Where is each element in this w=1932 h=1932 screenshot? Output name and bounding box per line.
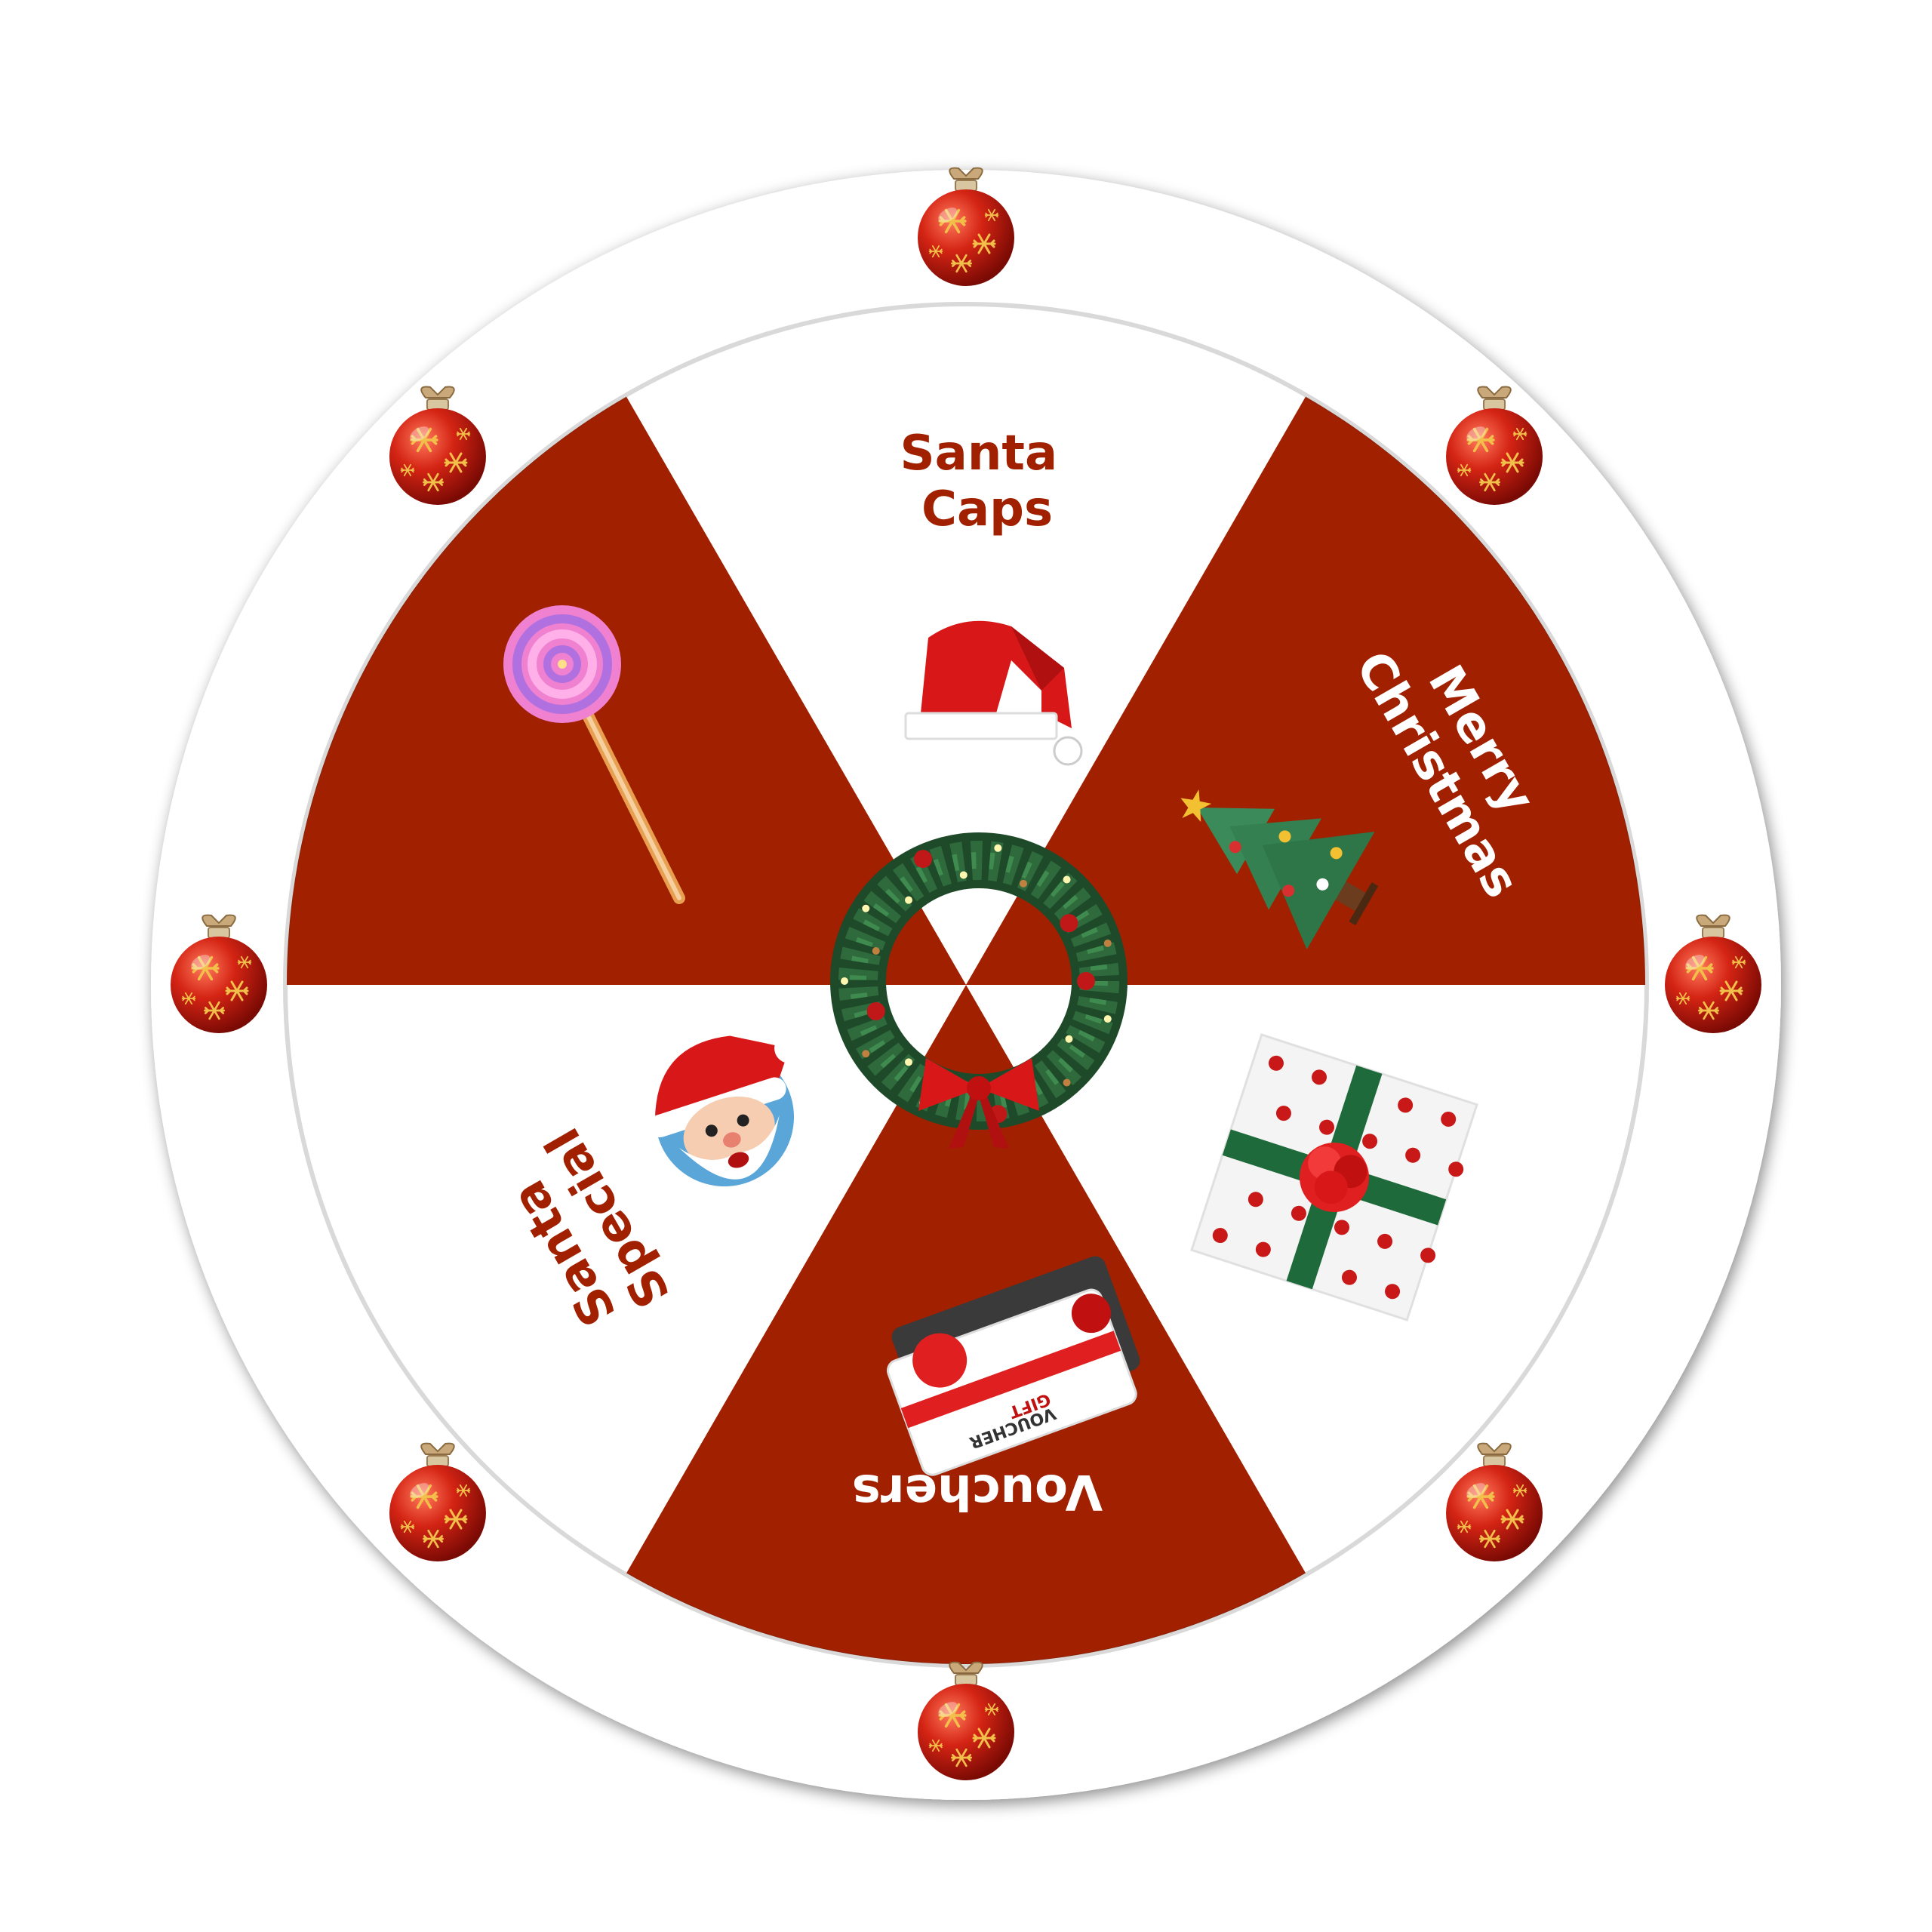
wreath-bow <box>918 1058 1039 1149</box>
wheel-segment-top-right[interactable] <box>966 396 1645 985</box>
segment-label-vouchers: Vouchers <box>852 1463 1103 1519</box>
wheel-inner-edge <box>283 302 1649 1668</box>
lollipop-icon <box>503 605 685 904</box>
santa-hat-icon <box>904 620 1083 766</box>
santa-face-icon <box>648 1032 805 1186</box>
wreath-icon <box>830 832 1128 1149</box>
gift-box-icon <box>1190 1033 1478 1321</box>
christmas-tree-icon <box>1180 789 1379 949</box>
gift-voucher-icon: GIFT VOUCHER <box>886 1256 1140 1476</box>
wheel-segment-top-left[interactable] <box>287 396 966 985</box>
segment-label-santa-caps: Santa Caps <box>900 426 1075 537</box>
wheel-segment-bottom-left[interactable] <box>287 985 966 1574</box>
